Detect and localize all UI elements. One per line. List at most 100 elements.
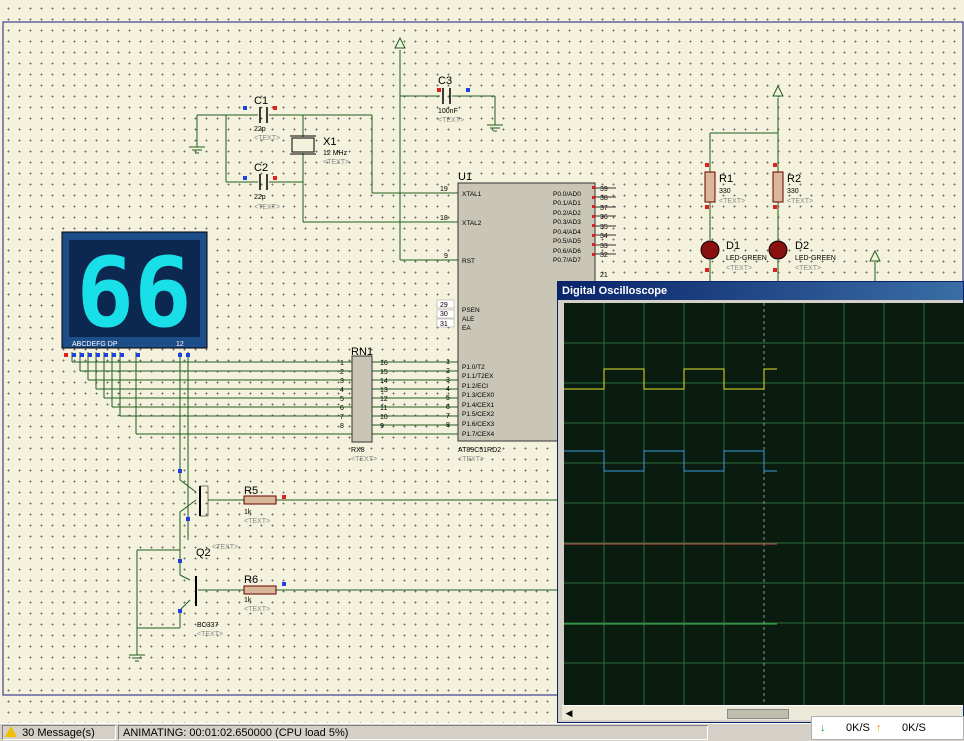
svg-text:P0.0/AD0: P0.0/AD0 — [553, 191, 581, 198]
svg-text:RST: RST — [462, 258, 475, 265]
svg-text:U1: U1 — [458, 171, 472, 183]
svg-text:BC337: BC337 — [197, 622, 219, 629]
svg-text:P1.0/T2: P1.0/T2 — [462, 364, 485, 371]
svg-text:11: 11 — [380, 405, 387, 412]
svg-text:36: 36 — [600, 214, 608, 221]
svg-text:2: 2 — [446, 368, 450, 375]
u1-right-pin-markers — [592, 186, 595, 256]
svg-text:P0.3/AD3: P0.3/AD3 — [553, 219, 581, 226]
svg-text:12: 12 — [380, 396, 388, 403]
svg-text:<TEXT>: <TEXT> — [254, 204, 280, 211]
svg-text:P0.1/AD1: P0.1/AD1 — [553, 200, 581, 207]
svg-text:10: 10 — [380, 414, 388, 421]
messages-button[interactable]: 30 Message(s) — [2, 725, 116, 740]
svg-text:7: 7 — [340, 414, 344, 421]
svg-text:RX8: RX8 — [351, 447, 365, 454]
network-rate-panel: ↓ 0K/S ↑ 0K/S — [811, 716, 964, 740]
oscilloscope-screen[interactable] — [564, 303, 964, 705]
svg-text:1k: 1k — [244, 509, 252, 516]
svg-text:100nF: 100nF — [438, 108, 458, 115]
svg-text:1k: 1k — [244, 597, 252, 604]
r5-body — [243, 495, 277, 505]
svg-text:<TEXT>: <TEXT> — [795, 265, 821, 272]
download-rate: 0K/S — [846, 722, 870, 734]
svg-text:330: 330 — [719, 188, 731, 195]
svg-text:31: 31 — [440, 321, 448, 328]
svg-text:18: 18 — [440, 215, 448, 222]
svg-text:3: 3 — [340, 378, 344, 385]
svg-text:P1.7/CEX4: P1.7/CEX4 — [462, 431, 495, 438]
svg-text:<TEXT>: <TEXT> — [212, 544, 238, 551]
pin-markers — [64, 88, 777, 613]
svg-text:16: 16 — [380, 360, 388, 367]
svg-text:<TEXT>: <TEXT> — [719, 198, 745, 205]
svg-text:32: 32 — [600, 252, 608, 259]
svg-text:5: 5 — [340, 396, 344, 403]
crystal-x1 — [291, 137, 315, 153]
svg-text:9: 9 — [380, 423, 384, 430]
svg-text:7: 7 — [446, 413, 450, 420]
svg-text:C2: C2 — [254, 162, 268, 174]
svg-text:<TEXT>: <TEXT> — [726, 265, 752, 272]
trace-channel-a — [564, 368, 777, 390]
rn1-body — [351, 355, 373, 443]
svg-text:<TEXT>: <TEXT> — [323, 159, 349, 166]
svg-text:AT89C51RD2: AT89C51RD2 — [458, 447, 501, 454]
svg-text:13: 13 — [380, 387, 388, 394]
svg-text:<TEXT>: <TEXT> — [197, 631, 223, 638]
svg-text:X1: X1 — [323, 136, 336, 148]
svg-text:<TEXT>: <TEXT> — [787, 198, 813, 205]
svg-text:P0.5/AD5: P0.5/AD5 — [553, 238, 581, 245]
svg-text:C1: C1 — [254, 95, 268, 107]
svg-text:38: 38 — [600, 195, 608, 202]
svg-text:LED-GREEN: LED-GREEN — [726, 255, 767, 262]
display-digits: 66 — [76, 237, 192, 349]
svg-text:P1.2/ECI: P1.2/ECI — [462, 383, 488, 390]
svg-text:21: 21 — [600, 272, 608, 279]
svg-text:22p: 22p — [254, 126, 266, 133]
schematic-drawing: 66 ABCDEFG DP 12 C1 22p <TEXT> C2 22p <T… — [2, 21, 964, 696]
svg-text:P0.2/AD2: P0.2/AD2 — [553, 210, 581, 217]
warning-icon — [5, 726, 17, 737]
svg-text:D2: D2 — [795, 240, 809, 252]
svg-text:EA: EA — [462, 325, 471, 332]
svg-text:22p: 22p — [254, 194, 266, 201]
svg-text:<TEXT>: <TEXT> — [351, 456, 377, 463]
svg-text:P0.7/AD7: P0.7/AD7 — [553, 257, 581, 264]
svg-text:<TEXT>: <TEXT> — [254, 135, 280, 142]
svg-text:RN1: RN1 — [351, 346, 373, 358]
svg-text:P0.4/AD4: P0.4/AD4 — [553, 229, 581, 236]
svg-text:<TEXT>: <TEXT> — [438, 117, 464, 124]
svg-text:33: 33 — [600, 243, 608, 250]
svg-text:P1.3/CEX0: P1.3/CEX0 — [462, 392, 495, 399]
svg-text:D1: D1 — [726, 240, 740, 252]
svg-text:8: 8 — [340, 423, 344, 430]
messages-count: 30 Message(s) — [22, 727, 95, 739]
upload-rate: 0K/S — [902, 722, 926, 734]
svg-text:P1.5/CEX2: P1.5/CEX2 — [462, 411, 495, 418]
svg-text:8: 8 — [446, 422, 450, 429]
svg-text:Q2: Q2 — [196, 547, 211, 559]
svg-text:XTAL2: XTAL2 — [462, 220, 482, 227]
oscilloscope-window[interactable]: Digital Oscilloscope ◀ — [557, 281, 964, 723]
wires — [71, 50, 876, 655]
svg-text:P1.4/CEX1: P1.4/CEX1 — [462, 402, 495, 409]
power-terminals — [394, 36, 881, 262]
svg-text:ALE: ALE — [462, 316, 475, 323]
trace-channel-b — [564, 450, 777, 472]
svg-text:<TEXT>: <TEXT> — [244, 606, 270, 613]
scroll-left-icon[interactable]: ◀ — [565, 708, 573, 718]
animation-status: ANIMATING: 00:01:02.650000 (CPU load 5%) — [118, 725, 708, 740]
svg-text:35: 35 — [600, 224, 608, 231]
svg-text:1: 1 — [446, 359, 450, 366]
r1-body — [704, 171, 716, 203]
svg-text:R6: R6 — [244, 574, 258, 586]
svg-text:34: 34 — [600, 233, 608, 240]
svg-text:6: 6 — [446, 404, 450, 411]
scroll-thumb[interactable] — [727, 709, 789, 719]
svg-text:37: 37 — [600, 205, 608, 212]
oscilloscope-title: Digital Oscilloscope — [558, 282, 963, 300]
svg-text:5: 5 — [446, 395, 450, 402]
